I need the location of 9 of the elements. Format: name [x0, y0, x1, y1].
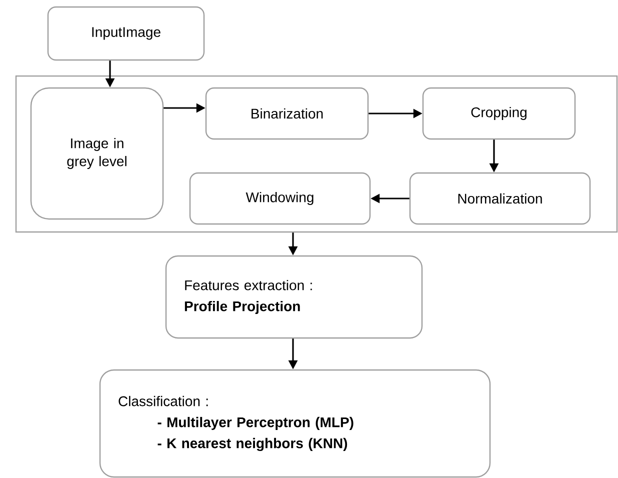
process-box: InputImage	[47, 6, 205, 61]
process-box: Binarization	[205, 87, 369, 140]
process-box: Windowing	[189, 172, 371, 225]
process-box: Normalization	[409, 172, 591, 225]
group-frame	[15, 75, 618, 233]
process-box: Classification : - Multilayer Perceptron (MLP) - K nearest neighbors (KNN)	[99, 369, 491, 478]
process-box: Features extraction : Profile Projection	[165, 255, 423, 339]
process-box: Image in grey level	[30, 87, 164, 220]
process-box: Cropping	[422, 87, 576, 140]
